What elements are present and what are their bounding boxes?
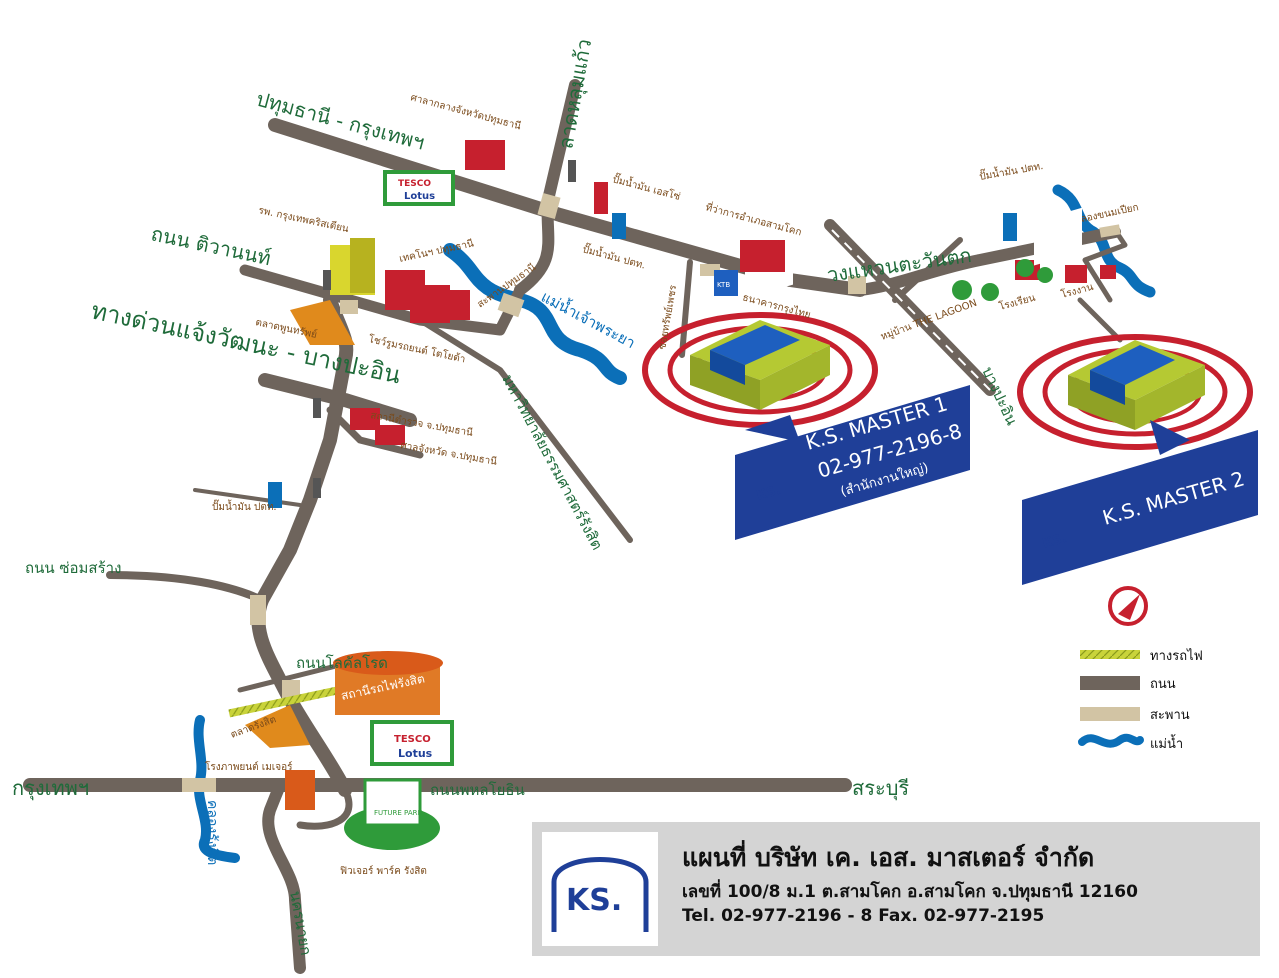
label-local-road: ถนนโลคัลโรด bbox=[296, 654, 388, 672]
railway bbox=[228, 686, 338, 718]
label-khlong-rangsit: คลองรังสิต bbox=[204, 800, 220, 865]
tesco-lotus-top bbox=[383, 170, 455, 206]
red-buildings bbox=[350, 140, 1116, 445]
bridges bbox=[182, 193, 1121, 792]
label-hospital: รพ. กรุงเทพคริสเตียน bbox=[257, 204, 350, 235]
cinema-building bbox=[285, 770, 315, 810]
master2-logo-box bbox=[1034, 207, 1082, 266]
legend-rail-swatch bbox=[1080, 650, 1140, 659]
label-ktb-logo: KTB bbox=[717, 281, 730, 289]
company-contact: Tel. 02-977-2196 - 8 Fax. 02-977-2195 bbox=[682, 906, 1045, 926]
label-tiwanon: ถนน ติวานนท์ bbox=[149, 221, 273, 270]
company-title: แผนที่ บริษัท เค. เอส. มาสเตอร์ จำกัด bbox=[682, 843, 1095, 872]
label-school: โรงเรียน bbox=[997, 291, 1036, 313]
legend-river-label: แม่น้ำ bbox=[1150, 734, 1183, 752]
label-lat-lum-kaeo: ลาดหลุมแก้ว bbox=[553, 37, 597, 151]
label-tesco-top-2: Lotus bbox=[404, 191, 435, 202]
company-footer: KS. แผนที่ บริษัท เค. เอส. มาสเตอร์ จำกั… bbox=[532, 822, 1260, 956]
company-logo-text: KS. bbox=[566, 883, 622, 918]
label-nakhon-nayok: นครนายก bbox=[286, 890, 315, 957]
future-park-building bbox=[344, 778, 440, 850]
master2-logo: KS. bbox=[1041, 531, 1069, 552]
company-logo: KS. bbox=[542, 832, 658, 946]
label-esso: ปั๊มน้ำมัน เอสโซ่ bbox=[611, 171, 682, 203]
label-tesco-top-1: TESCO bbox=[398, 179, 431, 189]
legend-bridge-swatch bbox=[1080, 707, 1140, 721]
legend-rail-label: ทางรถไฟ bbox=[1150, 648, 1203, 664]
legend-bridge-label: สะพาน bbox=[1150, 708, 1190, 723]
trees bbox=[952, 259, 1053, 301]
label-ptt-3: ปั๊มน้ำมัน ปตท. bbox=[212, 499, 277, 513]
rangsit-station-building bbox=[333, 651, 443, 715]
ks-master-2-panel bbox=[1022, 420, 1258, 585]
label-thammasat: มหาวิทยาลัยธรรมศาสตร์รังสิต bbox=[498, 371, 606, 553]
label-saraburi: สระบุรี bbox=[852, 776, 909, 801]
label-ptt-2: ปั๊มน้ำมัน ปตท. bbox=[978, 158, 1044, 183]
compass-icon bbox=[1108, 586, 1148, 626]
label-ptt-1: ปั๊มน้ำมัน ปตท. bbox=[581, 241, 647, 271]
bank-building bbox=[714, 270, 738, 296]
label-provincial-hall: ศาลากลางจังหวัดปทุมธานี bbox=[409, 91, 522, 132]
label-tesco-bottom-1: TESCO bbox=[394, 734, 431, 745]
label-phahonyothin: ถนนพหลโยธิน bbox=[430, 781, 525, 799]
legend-river-swatch bbox=[1078, 733, 1144, 748]
khlong-rangsit-river bbox=[193, 715, 240, 863]
label-court: ศาลจังหวัด จ.ปทุมธานี bbox=[399, 439, 498, 468]
legend-road-swatch bbox=[1080, 676, 1140, 690]
legend-road-label: ถนน bbox=[1150, 677, 1176, 692]
traffic-lights bbox=[313, 160, 576, 498]
label-future-park: ฟิวเจอร์ พาร์ค รังสิต bbox=[340, 865, 427, 877]
label-soi-sai-phet: ซอยทรัพย์เพชร bbox=[656, 284, 679, 351]
expressway-marking bbox=[831, 229, 991, 391]
label-major-cinema: โรงภาพยนต์ เมเจอร์ bbox=[205, 760, 293, 773]
factory-2-building bbox=[1068, 340, 1205, 430]
label-district-office: ที่ว่าการอำเภอสามโคก bbox=[704, 199, 803, 238]
label-krungthep: กรุงเทพฯ bbox=[12, 776, 89, 801]
master1-logo: KS. bbox=[755, 483, 783, 504]
hospital-building bbox=[330, 238, 375, 295]
label-bang-pa-in: บางปะอิน bbox=[978, 364, 1021, 428]
tesco-lotus-bottom bbox=[370, 720, 454, 766]
factory-1-building bbox=[690, 320, 830, 410]
label-lagoon: หมู่บ้าน THE LAGOON bbox=[879, 297, 979, 343]
company-address: เลขที่ 100/8 ม.1 ต.สามโคก อ.สามโคก จ.ปทุ… bbox=[682, 882, 1138, 902]
ptt-pumps bbox=[268, 213, 1017, 508]
label-tesco-bottom-2: Lotus bbox=[398, 747, 433, 760]
market-shapes bbox=[245, 300, 355, 748]
label-som-sang: ถนน ซ่อมสร้าง bbox=[25, 559, 121, 577]
label-future-park-sign: FUTURE PARK bbox=[374, 809, 422, 817]
esso-pump bbox=[594, 182, 608, 214]
chao-phraya-river bbox=[443, 243, 627, 385]
